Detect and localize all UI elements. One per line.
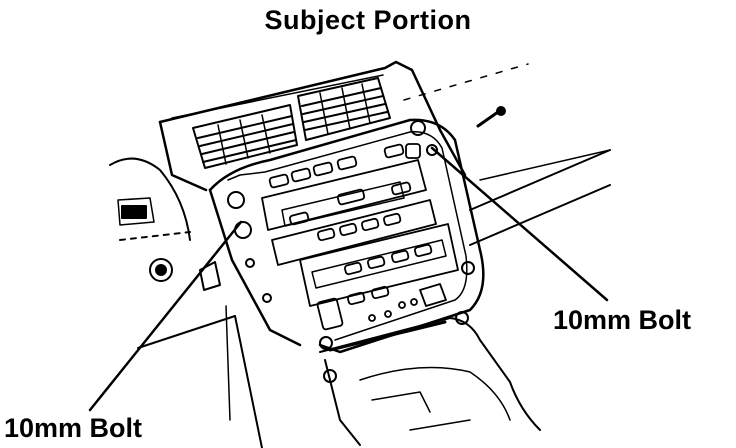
diagram-title: Subject Portion — [264, 5, 472, 35]
callout-10mm-bolt-left: 10mm Bolt — [4, 413, 143, 443]
instrument-cluster — [109, 157, 221, 291]
leader-line-right — [430, 146, 609, 302]
right-air-vent — [297, 77, 391, 141]
dash-lower-edges — [137, 149, 611, 448]
mounting-bosses — [227, 120, 475, 383]
top-button-row — [268, 143, 421, 189]
center-console-bezel — [208, 118, 485, 354]
left-air-vent — [192, 104, 298, 169]
leader-lines — [88, 146, 609, 412]
climate-control-panel — [299, 223, 459, 331]
radio-head-unit — [261, 159, 437, 266]
dash-upper-trim — [158, 60, 467, 192]
trim-screw — [403, 63, 529, 128]
lower-console — [319, 317, 541, 446]
leader-line-left — [88, 220, 243, 412]
callout-10mm-bolt-right: 10mm Bolt — [553, 305, 692, 335]
